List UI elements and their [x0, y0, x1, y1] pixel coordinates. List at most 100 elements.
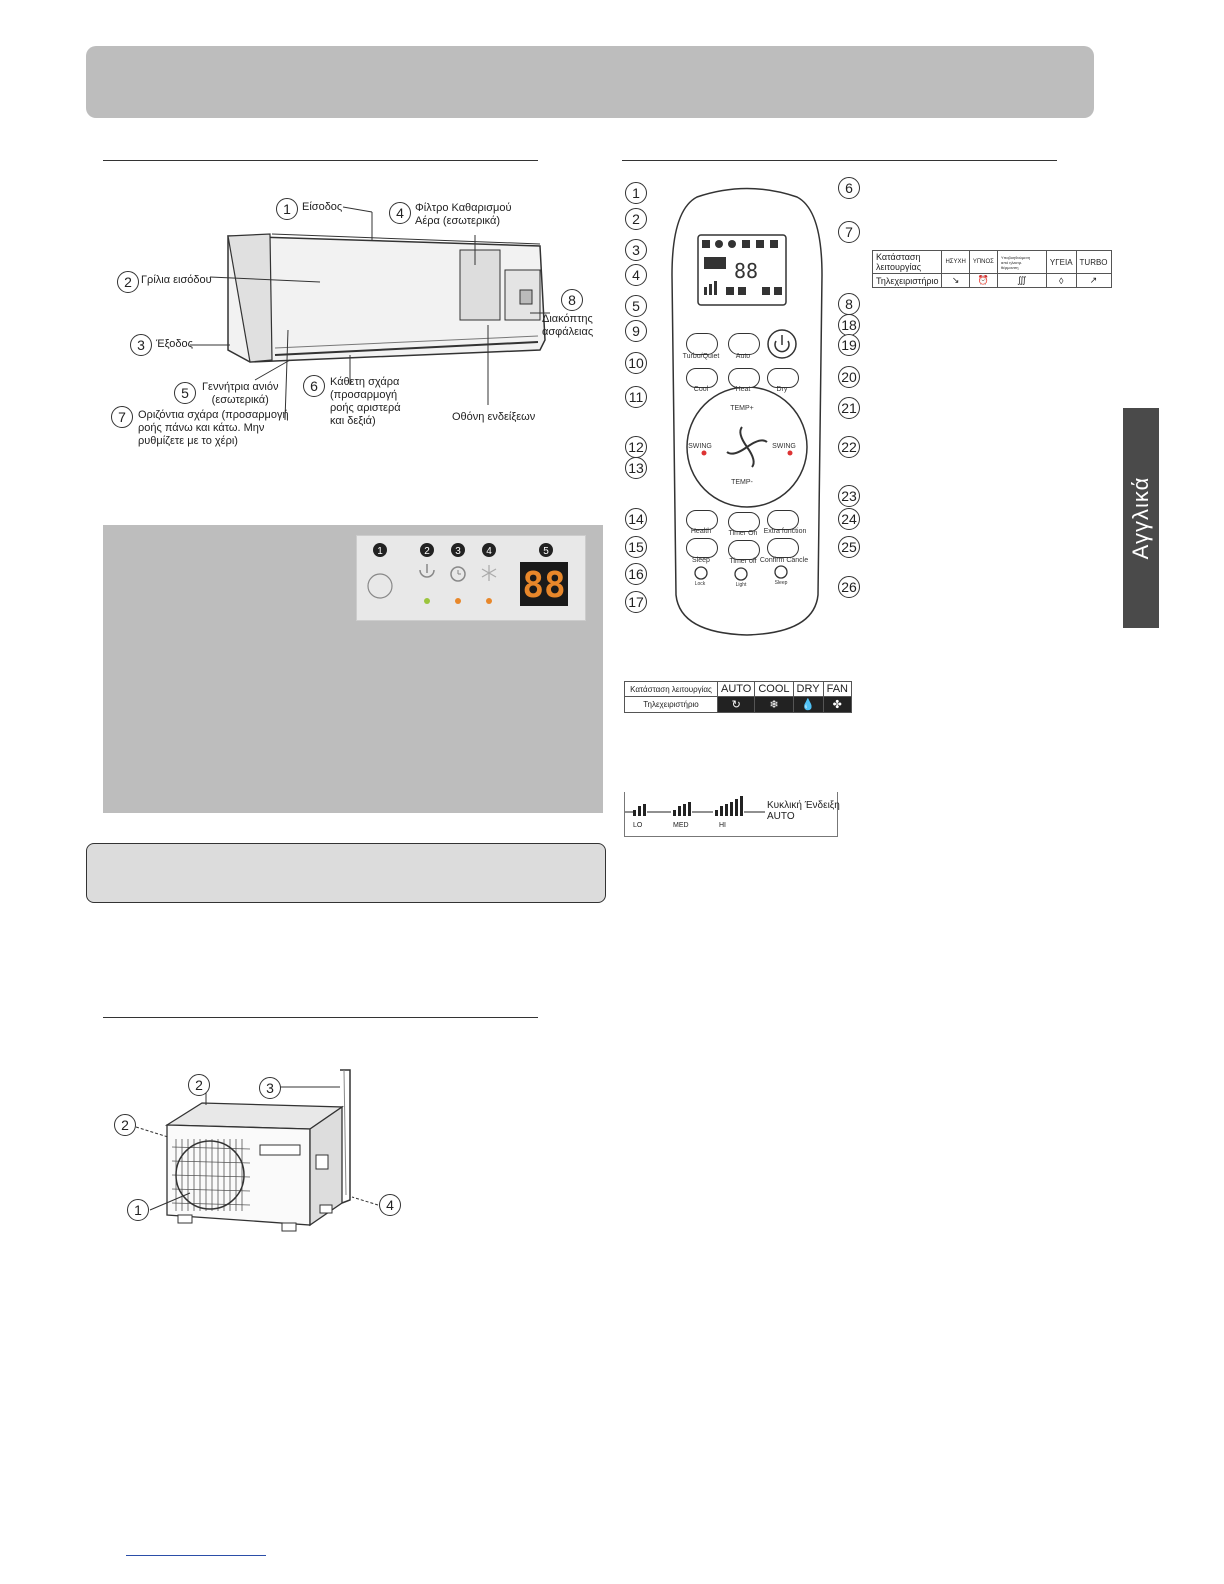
turbo-quiet-label: Turbo/Quiet — [682, 353, 720, 360]
remote-callout-22: 22 — [838, 436, 860, 458]
remote-callout-24: 24 — [838, 508, 860, 530]
cool-icon: ❄ — [754, 696, 794, 713]
language-tab-label: Αγγλικά — [1128, 476, 1153, 560]
svg-text:1: 1 — [377, 546, 383, 557]
outdoor-callout-2a: 2 — [188, 1074, 210, 1096]
remote-row-label: Τηλεχειριστήριο — [871, 273, 943, 288]
auto-button[interactable] — [728, 333, 760, 355]
label-vertical-louver: Κάθετη σχάρα (προσαρμογή ροής αριστερά κ… — [330, 376, 401, 427]
health-button[interactable] — [686, 510, 718, 530]
fan-auto-label: AUTO — [767, 811, 795, 822]
label-outlet: Έξοδος — [156, 338, 193, 350]
status-led-1 — [424, 598, 430, 604]
sleep-label: Sleep — [692, 557, 710, 564]
outdoor-callout-2b: 2 — [114, 1114, 136, 1136]
remote-callout-23: 23 — [838, 485, 860, 507]
auto-icon: ↻ — [716, 696, 756, 713]
remote-callout-7: 7 — [838, 221, 860, 243]
cool-button[interactable] — [686, 368, 718, 388]
remote-callout-19: 19 — [838, 334, 860, 356]
display-panel-drawing: 1 2 3 4 5 88 — [367, 543, 568, 606]
dry-label: Dry — [776, 386, 788, 393]
remote-callout-20: 20 — [838, 366, 860, 388]
remote-callout-4: 4 — [625, 264, 647, 286]
confirm-cancel-button[interactable] — [767, 538, 799, 558]
dry-button[interactable] — [767, 368, 799, 388]
outdoor-callout-3: 3 — [259, 1077, 281, 1099]
mode-table-basic-header: Κατάσταση λειτουργίας — [624, 681, 718, 697]
mode-health: ΥΓΕΙΑ — [1045, 250, 1077, 274]
callout-2: 2 — [117, 271, 139, 293]
svg-text:5: 5 — [543, 546, 549, 557]
temp-minus-button[interactable]: TEMP- — [731, 479, 753, 486]
section-rule-indoor — [103, 160, 538, 161]
remote-callout-15: 15 — [625, 536, 647, 558]
remote-callout-1: 1 — [625, 182, 647, 204]
confirm-cancel-label: Confirm Cancle — [759, 557, 809, 564]
callout-6: 6 — [303, 375, 325, 397]
swing-horizontal-button[interactable]: SWING — [772, 443, 796, 450]
remote-callout-9: 9 — [625, 320, 647, 342]
fan-hi: HI — [719, 822, 726, 829]
temp-plus-button[interactable]: TEMP+ — [730, 405, 754, 412]
auto-label: Auto — [735, 353, 751, 360]
heater-icon: ∭ — [996, 273, 1047, 288]
label-safety-switch: Διακόπτης ασφάλειας — [542, 313, 594, 338]
callout-7: 7 — [111, 406, 133, 428]
mode-fan: FAN — [822, 681, 852, 697]
timer-on-button[interactable] — [728, 512, 760, 532]
remote-callout-17: 17 — [625, 591, 647, 613]
mode-cool: COOL — [754, 681, 794, 697]
health-icon: ◊ — [1045, 273, 1077, 288]
indoor-unit-diagram — [100, 190, 610, 470]
section-rule-outdoor — [103, 1017, 538, 1018]
fan-speed-diagram: LO MED HI Κυκλική Ένδειξη AUTO — [624, 792, 840, 837]
sleep-button[interactable] — [686, 538, 718, 558]
indoor-display-panel: 1 2 3 4 5 88 — [356, 535, 586, 621]
remote-callout-13: 13 — [625, 457, 647, 479]
quiet-icon: ↘ — [941, 273, 970, 288]
mode-dry: DRY — [792, 681, 824, 697]
remote-callout-6: 6 — [838, 177, 860, 199]
remote-callout-10: 10 — [625, 352, 647, 374]
heat-label: Heat — [735, 386, 751, 393]
status-led-3 — [486, 598, 492, 604]
label-horizontal-louver: Οριζόντια σχάρα (προσαρμογή ροής πάνω κα… — [138, 409, 289, 447]
mode-table-basic-row-label: Τηλεχειριστήριο — [624, 696, 718, 713]
label-air-filter: Φίλτρο Καθαρισμού Αέρα (εσωτερικά) — [415, 202, 512, 227]
remote-callout-2: 2 — [625, 208, 647, 230]
fan-speed-bars — [625, 796, 765, 816]
turbo-quiet-button[interactable] — [686, 333, 718, 355]
sleep-icon: ⏰ — [968, 273, 998, 288]
svg-text:3: 3 — [455, 546, 461, 557]
timer-off-button[interactable] — [728, 540, 760, 560]
timer-on-label: Timer On — [728, 530, 758, 537]
status-led-2 — [455, 598, 461, 604]
remote-callout-8: 8 — [838, 293, 860, 315]
outdoor-callout-4: 4 — [379, 1194, 401, 1216]
language-tab[interactable]: Αγγλικά — [1123, 408, 1159, 628]
label-ion-generator: Γεννήτρια ανιόν (εσωτερικά) — [202, 381, 279, 406]
callout-8: 8 — [561, 289, 583, 311]
heat-button[interactable] — [728, 368, 760, 388]
note-box — [86, 843, 606, 903]
remote-callout-12: 12 — [625, 436, 647, 458]
svg-text:4: 4 — [486, 546, 492, 557]
turbo-icon: ↗ — [1075, 273, 1112, 288]
indoor-unit-drawing — [190, 206, 550, 421]
footer-link[interactable] — [126, 1555, 266, 1556]
svg-text:88: 88 — [734, 259, 758, 283]
mode-quiet: ΗΣΥΧΗ — [941, 250, 970, 274]
swing-vertical-button[interactable]: SWING — [688, 443, 712, 450]
header-bar — [86, 46, 1094, 118]
extra-function-label: Extra function — [763, 528, 807, 535]
remote-callout-5: 5 — [625, 295, 647, 317]
remote-callout-26: 26 — [838, 576, 860, 598]
remote-callout-11: 11 — [625, 386, 647, 408]
extra-function-button[interactable] — [767, 510, 799, 530]
cool-label: Cool — [693, 386, 709, 393]
remote-callout-16: 16 — [625, 563, 647, 585]
mode-turbo: TURBO — [1075, 250, 1112, 274]
svg-text:88: 88 — [522, 565, 565, 606]
mode-table-header: Κατάσταση λειτουργίας — [871, 250, 943, 274]
